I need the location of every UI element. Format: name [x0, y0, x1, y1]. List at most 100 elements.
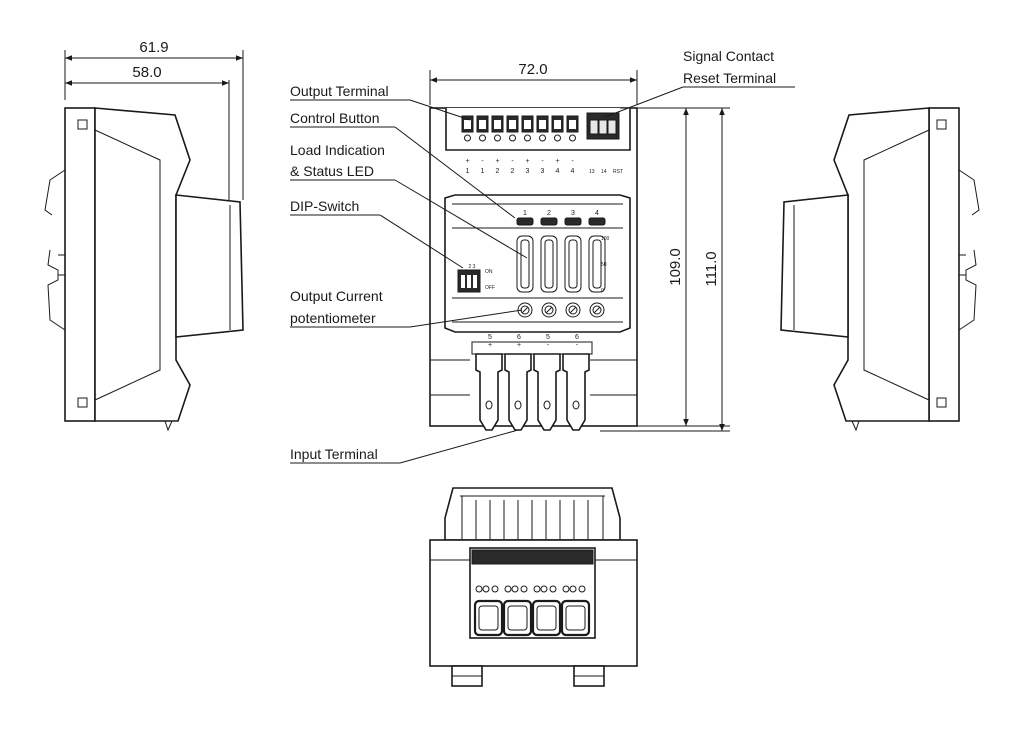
led-bar-inner	[520, 239, 530, 289]
bottom-port	[491, 585, 499, 593]
control-button[interactable]	[564, 217, 582, 226]
input-polarity-label: +	[517, 342, 521, 349]
output-polarity-label: +	[525, 158, 529, 165]
terminal-release[interactable]	[479, 134, 486, 142]
potentiometer-knob	[592, 305, 602, 315]
output-number-label: 4	[571, 168, 575, 175]
channel-number: 1	[523, 210, 527, 217]
bottom-port	[482, 585, 490, 593]
input-terminal-block[interactable]	[471, 341, 593, 431]
terminal-opening	[569, 120, 576, 129]
potentiometer-slot	[545, 306, 553, 314]
led-bar-inner	[568, 239, 578, 289]
left-side-view	[44, 107, 244, 432]
terminal-opening	[539, 120, 546, 129]
output-polarity-label: -	[571, 158, 574, 165]
control-button[interactable]	[588, 217, 606, 226]
led-bar	[516, 235, 534, 293]
signal-label: 13	[589, 169, 595, 175]
input-terminal-lever[interactable]	[504, 353, 532, 431]
potentiometer[interactable]	[541, 302, 557, 318]
terminal-opening	[479, 120, 486, 129]
control-buttons[interactable]	[516, 217, 606, 226]
input-number-label: 5	[546, 334, 550, 341]
dip-switch-callout: DIP-Switch	[290, 198, 359, 214]
output-number-label: 3	[526, 168, 530, 175]
height-overall-label: 111.0	[703, 251, 720, 286]
output-current-callout-1: Output Current	[290, 288, 383, 304]
output-polarity-label: +	[555, 158, 559, 165]
load-indication-leds	[516, 235, 606, 293]
potentiometer-knob	[544, 305, 554, 315]
scale-label: 0	[601, 288, 604, 294]
led-bar	[588, 235, 606, 293]
led-bar-inner	[544, 239, 554, 289]
potentiometer[interactable]	[565, 302, 581, 318]
terminal-opening	[524, 120, 531, 129]
output-terminal-callout: Output Terminal	[290, 83, 389, 99]
signal-label: RST	[613, 169, 623, 175]
input-number-label: 5	[488, 334, 492, 341]
led-bar-inner	[592, 239, 602, 289]
led-bar	[540, 235, 558, 293]
potentiometer-knob	[568, 305, 578, 315]
input-terminal-lever[interactable]	[562, 353, 590, 431]
bottom-port	[533, 585, 541, 593]
bottom-port	[504, 585, 512, 593]
bottom-port	[540, 585, 548, 593]
control-button[interactable]	[540, 217, 558, 226]
load-indication-callout-2: & Status LED	[290, 163, 374, 179]
bottom-port	[520, 585, 528, 593]
depth-dimensions: 61.9 58.0	[64, 39, 244, 200]
lever-hole	[543, 400, 551, 410]
terminal-release[interactable]	[524, 134, 531, 142]
potentiometer[interactable]	[517, 302, 533, 318]
terminal-opening	[494, 120, 501, 129]
input-polarity-label: -	[576, 342, 579, 349]
output-number-label: 3	[541, 168, 545, 175]
callouts: Signal Contact Reset Terminal Output Ter…	[290, 48, 795, 464]
bottom-port	[475, 585, 483, 593]
terminal-release[interactable]	[494, 134, 501, 142]
potentiometer-slot	[593, 306, 601, 314]
terminal-release[interactable]	[569, 134, 576, 142]
signal-contact-callout: Signal Contact	[683, 48, 774, 64]
terminal-release[interactable]	[554, 134, 561, 142]
lever-hole	[485, 400, 493, 410]
terminal-release[interactable]	[539, 134, 546, 142]
terminal-opening	[509, 120, 516, 129]
front-dimensions: 72.0 109.0 111.0	[429, 61, 730, 432]
terminal-release[interactable]	[509, 134, 516, 142]
lever-hole	[514, 400, 522, 410]
lever-hole	[572, 400, 580, 410]
output-terminal-block[interactable]	[461, 115, 579, 142]
dip-off-label: OFF	[485, 285, 495, 291]
output-number-label: 1	[466, 168, 470, 175]
bottom-terminal-inner	[536, 605, 557, 631]
depth-overall-label: 61.9	[139, 39, 168, 56]
height-body-label: 109.0	[667, 248, 684, 286]
channel-number: 3	[571, 210, 575, 217]
terminal-opening	[554, 120, 561, 129]
led-bar	[564, 235, 582, 293]
potentiometer[interactable]	[589, 302, 605, 318]
input-terminal-lever[interactable]	[475, 353, 503, 431]
bottom-terminal-inner	[478, 605, 499, 631]
input-terminal-housing	[471, 341, 593, 355]
width-label: 72.0	[518, 61, 547, 78]
bottom-port	[578, 585, 586, 593]
bottom-terminal	[473, 599, 504, 637]
terminal-release[interactable]	[464, 134, 471, 142]
bottom-port	[562, 585, 570, 593]
output-polarity-label: -	[511, 158, 514, 165]
input-polarity-label: -	[547, 342, 550, 349]
load-indication-callout-1: Load Indication	[290, 142, 385, 158]
input-terminal-lever[interactable]	[533, 353, 561, 431]
output-current-potentiometers[interactable]	[517, 302, 605, 318]
output-number-label: 1	[481, 168, 485, 175]
potentiometer-slot	[521, 306, 529, 314]
input-number-label: 6	[575, 334, 579, 341]
output-current-callout-2: potentiometer	[290, 310, 376, 326]
control-button[interactable]	[516, 217, 534, 226]
bottom-view	[429, 487, 638, 687]
